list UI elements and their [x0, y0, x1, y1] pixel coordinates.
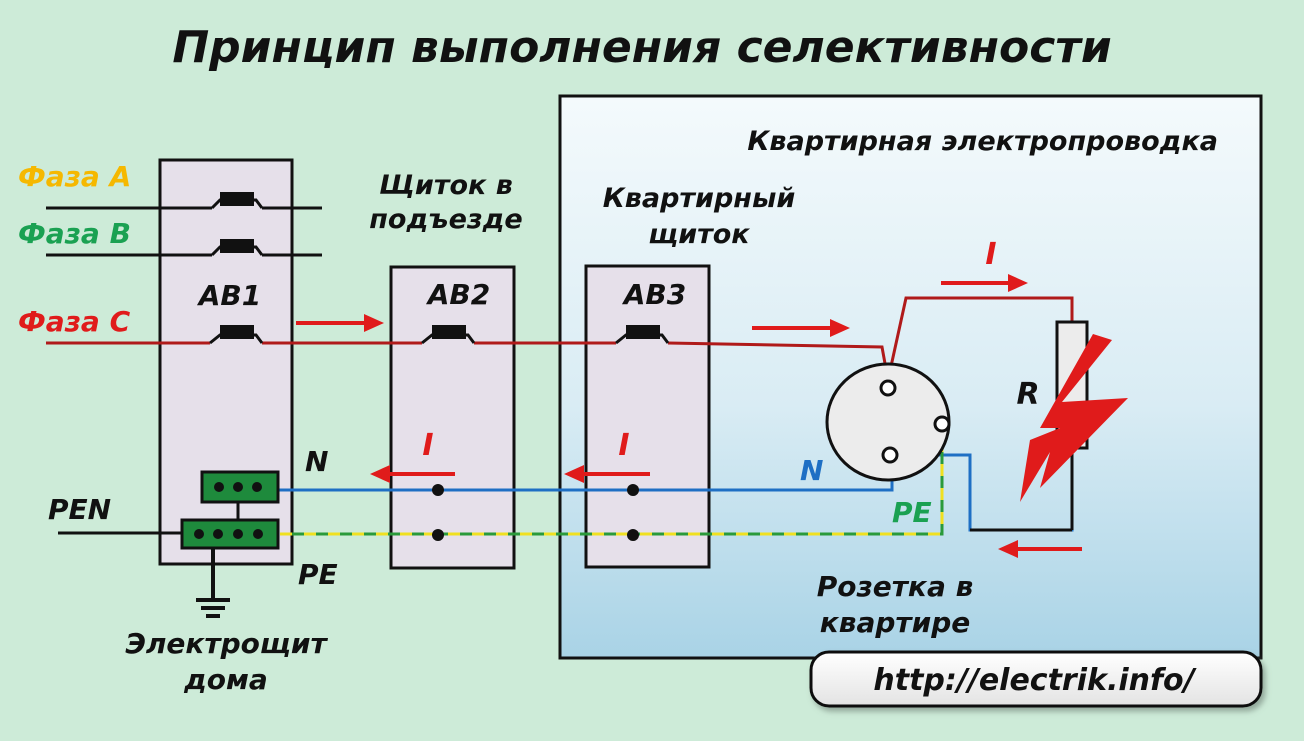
entrance-panel-caption-2: подъезде [369, 204, 522, 235]
pen-label: PEN [48, 493, 111, 526]
current-arrow [564, 465, 650, 483]
current-arrow [296, 314, 384, 332]
n-label-right: N [800, 454, 823, 487]
socket-caption-1: Розетка в [817, 570, 974, 603]
apartment-wiring-label: Квартирная электропроводка [747, 126, 1218, 157]
entrance-panel-caption-1: Щиток в [379, 170, 513, 201]
junction-dot [432, 484, 444, 496]
apartment-panel-caption-2: щиток [648, 219, 750, 250]
breaker-av3 [626, 325, 660, 339]
page-title: Принцип выполнения селективности [172, 22, 1111, 73]
pe-terminal-dot [194, 529, 204, 539]
junction-dot [627, 484, 639, 496]
current-arrow [941, 274, 1028, 292]
n-label-left: N [305, 445, 328, 478]
pe-label-left: PE [298, 558, 338, 591]
n-terminal-dot [233, 482, 243, 492]
breaker-av1-b [220, 239, 254, 253]
breaker-av3-label: АВ3 [622, 278, 687, 311]
pe-terminal-dot [253, 529, 263, 539]
apartment-panel [584, 264, 711, 569]
junction-dot [627, 529, 639, 541]
current-arrow [370, 465, 455, 483]
phase-c-wire [46, 296, 1074, 381]
breaker-av2 [432, 325, 466, 339]
breaker-av1-a [220, 192, 254, 206]
pe-label-right: PE [892, 496, 932, 529]
breaker-av2-label: АВ2 [426, 278, 491, 311]
current-label-apartment: I [618, 428, 629, 463]
socket [825, 362, 951, 482]
pe-wire [280, 428, 944, 536]
phase-b-label: Фаза В [18, 217, 131, 250]
lightning-icon [1020, 334, 1128, 502]
pe-terminal-dot [233, 529, 243, 539]
url-badge[interactable] [809, 650, 1263, 708]
breaker-av1-c [220, 325, 254, 339]
house-panel-caption-2: дома [183, 663, 268, 696]
n-terminal-dot [252, 482, 262, 492]
house-panel-caption-1: Электрощит [125, 627, 328, 660]
phase-c-label: Фаза С [18, 305, 131, 338]
current-label-entrance: I [422, 428, 433, 463]
breaker-av1-label: АВ1 [197, 279, 262, 312]
current-arrow [998, 540, 1082, 558]
phase-a-label: Фаза А [18, 160, 131, 193]
junction-dot [432, 529, 444, 541]
current-label-load: I [985, 237, 996, 272]
n-terminal-dot [214, 482, 224, 492]
socket-caption-2: квартире [820, 606, 971, 639]
url-link[interactable]: http://electrik.info/ [873, 663, 1197, 698]
entrance-panel [389, 265, 516, 570]
pe-terminal-dot [213, 529, 223, 539]
load-resistor-label: R [1016, 377, 1039, 412]
current-arrow [752, 319, 850, 337]
apartment-panel-caption-1: Квартирный [603, 183, 796, 214]
